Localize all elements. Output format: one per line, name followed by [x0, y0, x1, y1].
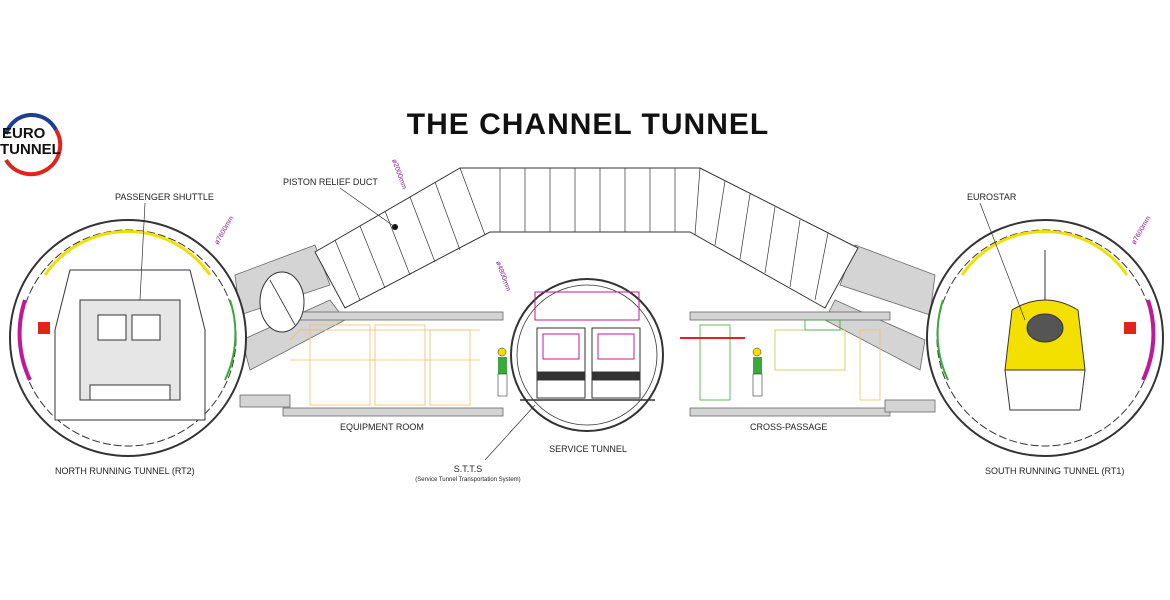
eurostar-train	[1004, 250, 1086, 411]
south-running-tunnel	[926, 219, 1164, 457]
page-title: THE CHANNEL TUNNEL	[407, 108, 769, 141]
piston-relief-duct	[259, 167, 859, 333]
label-stts: S.T.T.S	[454, 464, 483, 474]
eurotunnel-logo: EURO TUNNEL	[0, 112, 63, 177]
dim-south-tunnel: ø7600mm	[1131, 215, 1153, 246]
label-eurostar: EUROSTAR	[967, 192, 1017, 202]
logo-text-tunnel: TUNNEL	[0, 141, 61, 158]
worker-figure-left	[497, 347, 508, 397]
label-south-tunnel: SOUTH RUNNING TUNNEL (RT1)	[985, 466, 1124, 476]
label-passenger-shuttle: PASSENGER SHUTTLE	[115, 192, 214, 202]
dim-duct: ø2000mm	[390, 158, 407, 190]
label-stts-full: (Service Tunnel Transportation System)	[415, 477, 520, 483]
stts-vehicle	[536, 327, 641, 399]
passenger-shuttle	[54, 269, 206, 421]
label-north-tunnel: NORTH RUNNING TUNNEL (RT2)	[55, 466, 195, 476]
label-cross-passage: CROSS-PASSAGE	[750, 422, 827, 432]
worker-figure-right	[752, 347, 763, 397]
logo-text-euro: EURO	[2, 125, 46, 142]
label-service-tunnel: SERVICE TUNNEL	[549, 444, 627, 454]
north-running-tunnel	[9, 219, 247, 457]
equipment-room	[289, 324, 480, 406]
dim-service-tunnel: ø4800mm	[494, 260, 511, 292]
label-equipment-room: EQUIPMENT ROOM	[340, 422, 424, 432]
service-tunnel	[510, 278, 664, 432]
cross-passage	[680, 319, 881, 401]
connector-structures	[234, 244, 936, 417]
label-piston-relief-duct: PISTON RELIEF DUCT	[283, 177, 378, 187]
dim-north-tunnel: ø7600mm	[214, 215, 236, 246]
